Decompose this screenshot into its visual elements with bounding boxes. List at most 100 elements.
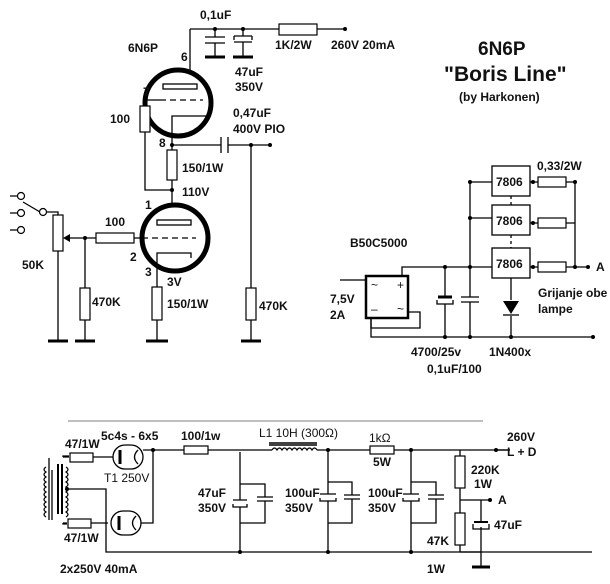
pin-2: 2 (130, 250, 137, 264)
resistor-100-upper-grid (139, 105, 151, 133)
junction-dot (531, 221, 535, 225)
capacitor-0-1uf (205, 29, 225, 59)
bridge-plus: + (397, 278, 404, 292)
pin-8: 8 (159, 136, 166, 150)
resistor-470k-input-label: 470K (92, 295, 121, 309)
heater-note-line2: lampe (538, 302, 573, 316)
regulator-1: 7806 (491, 165, 531, 197)
rectifier-tube-bottom (110, 510, 142, 536)
resistor-1k-label: 1K/2W (275, 38, 312, 52)
heater-output-bus (566, 181, 588, 268)
resistor-47k (454, 512, 466, 546)
pin-7: 7 (143, 85, 150, 99)
resistor-47k-label: 47K (427, 534, 449, 548)
bplus-label: 260V 20mA (331, 38, 395, 52)
junction-dot (468, 180, 472, 184)
resistor-1k-5w (369, 445, 395, 455)
secondary-taps (62, 455, 69, 525)
pin-3: 3 (145, 265, 152, 279)
transformer-t1 (43, 456, 69, 524)
cap-0-47uf-voltage: 400V PIO (233, 122, 285, 136)
hv-output-voltage: 260V (507, 430, 535, 444)
heater-note-line1: Grijanje obe (538, 286, 608, 300)
cap-c3-voltage: 350V (368, 501, 396, 515)
dc-plus-wire (401, 266, 492, 276)
dc-ground-wire (370, 318, 593, 338)
hv-output-label: L + D (507, 445, 537, 459)
resistor-150-lower-label: 150/1W (167, 297, 209, 311)
junction-dot (326, 448, 330, 452)
junction-dot (170, 188, 174, 192)
resistor-100-lower-grid (95, 232, 135, 244)
junction-dot (468, 216, 472, 220)
tap-a-label: A (498, 493, 507, 507)
ct-ground-wire (67, 488, 592, 553)
rectifier-tubes-label: 5c4s - 6x5 (101, 429, 159, 443)
capacitor-47uf (233, 29, 253, 59)
title-name: "Boris Line" (444, 63, 567, 86)
resistor-220k-wattage: 1W (474, 477, 493, 491)
tube-upper-plate (162, 83, 198, 90)
input-voltage: 7,5V (330, 292, 355, 306)
choke-l1 (269, 442, 345, 452)
pin-1: 1 (145, 198, 152, 212)
transformer-rating: 2x250V 40mA (60, 562, 138, 576)
svg-text:7806: 7806 (496, 214, 523, 228)
resistor-0-33-1 (537, 176, 567, 188)
capacitor-4700uf (436, 267, 454, 337)
title-author: (by Harkonen) (459, 90, 540, 104)
rectifier-anode-wire (91, 456, 113, 524)
resistor-100-1w (183, 445, 209, 455)
cap-c1-wires (239, 452, 266, 552)
resistor-47k-wattage: 1W (427, 562, 446, 576)
bridge-minus: – (371, 302, 378, 316)
grid-wire-upper (144, 99, 172, 191)
pot-wiper-arrow-icon (63, 234, 70, 242)
rectifier-cathode-wire (141, 449, 154, 524)
capacitor-c2-electrolytic (319, 493, 337, 502)
resistor-220k (454, 455, 466, 489)
transformer-label: T1 250V (104, 471, 149, 485)
cap-47uf-voltage: 350V (235, 80, 263, 94)
resistor-47-1w-top (69, 452, 94, 463)
cap-c2-voltage: 350V (285, 501, 313, 515)
input-selector-switch[interactable] (10, 191, 59, 235)
cap-c3-wires (410, 452, 437, 552)
junction-dot (573, 180, 577, 184)
terminal-bplus (343, 27, 347, 31)
resistor-47-top-label: 47/1W (65, 437, 100, 451)
diode-1n400x (503, 301, 519, 314)
cap-c2-wires (327, 452, 353, 552)
svg-text:7806: 7806 (496, 257, 523, 271)
bridge-rectifier (364, 274, 410, 320)
tube-type-label: 6N6P (128, 41, 158, 55)
cap-c3-label: 100uF (368, 486, 403, 500)
terminal-a-hv (488, 498, 492, 502)
resistor-470k-output (245, 287, 257, 321)
resistor-47-bottom-label: 47/1W (64, 531, 99, 545)
tube-lower-cathode (156, 252, 192, 265)
diode-label: 1N400x (489, 345, 531, 359)
regulator-2: 7806 (491, 204, 531, 236)
title-block: 6N6P "Boris Line" (by Harkonen) (444, 39, 567, 104)
junction-dot (531, 180, 535, 184)
resistor-0-33-2 (537, 217, 567, 229)
resistor-220k-label: 220K (471, 463, 500, 477)
regulator-input-wire (470, 181, 492, 219)
regulator-3: 7806 (491, 247, 531, 279)
capacitor-c3-film (428, 494, 444, 500)
heater-supply-section: B50C5000 ~ + – ~ 7,5V 2A 4700/25v 0,1uF/… (330, 159, 608, 376)
resistor-1k-label: 1kΩ (369, 431, 391, 445)
title-tube: 6N6P (478, 39, 526, 60)
resistor-0-33-3 (537, 261, 567, 273)
potentiometer-50k[interactable] (52, 214, 64, 252)
resistor-150-lower (151, 286, 163, 321)
input-current: 2A (330, 308, 346, 322)
resistor-470k-input (79, 287, 91, 321)
resistor-47-1w-bottom (67, 518, 92, 529)
rectifier-tube-top (112, 444, 144, 470)
voltage-110v: 110V (182, 185, 209, 199)
cap-c1-voltage: 350V (198, 501, 226, 515)
resistor-150-upper-label: 150/1W (182, 161, 224, 175)
resistor-150-upper (166, 149, 178, 181)
